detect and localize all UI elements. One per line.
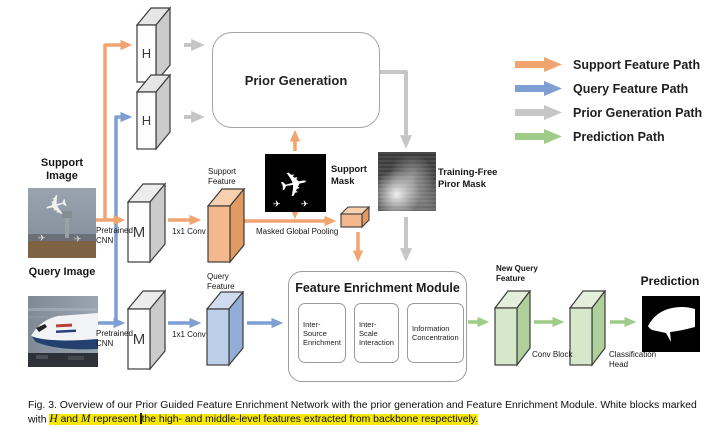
new-query-feature-label: New Query Feature — [496, 264, 538, 283]
support-image: ✈ ✈ ✈ — [28, 188, 96, 258]
query-feature-label: Query Feature — [207, 272, 235, 291]
query-image-label: Query Image — [28, 266, 96, 278]
support-feature-label: Support Feature — [208, 167, 237, 186]
legend-item-prediction: Prediction Path — [515, 128, 702, 145]
fem-module-inter-source: Inter-Source Enrichment — [298, 303, 346, 363]
prior-generation-title: Prior Generation — [244, 72, 348, 88]
airplane-glyph: ✈ — [38, 234, 46, 244]
mid-level-block-query: M — [127, 289, 167, 371]
caption-after-vars: represent — [90, 414, 141, 426]
support-image-art: ✈ ✈ ✈ — [28, 188, 96, 258]
legend-item-prior: Prior Generation Path — [515, 104, 702, 121]
block-letter: H — [141, 113, 152, 128]
support-mask-art: ✈ ✈ ✈ — [265, 154, 326, 212]
fem-title: Feature Enrichment Module — [295, 281, 460, 295]
airplane-glyph: ✈ — [273, 200, 281, 210]
block-letter: H — [141, 46, 152, 61]
prior-to-mask-arrow — [379, 70, 412, 149]
cuboid-shape — [207, 188, 246, 264]
cuboid-shape — [127, 289, 167, 371]
query-feature-block — [206, 291, 245, 367]
high-level-block-bottom: H — [136, 72, 176, 154]
pooled-support-feature-box — [340, 206, 371, 229]
support-feature-block — [207, 188, 246, 264]
pretrained-cnn-label-query: Pretrained CNN — [96, 329, 133, 348]
legend: Support Feature Path Query Feature Path … — [515, 56, 702, 145]
cuboid-shape — [136, 73, 172, 151]
prior-path-arrow-icon — [515, 105, 562, 120]
pretrained-cnn-label-support: Pretrained CNN — [96, 226, 133, 245]
block-letter: M — [132, 330, 146, 348]
caption-highlight: H and M represent the high- and middle-l… — [49, 412, 479, 426]
query-path-to-high-block-arrow — [114, 111, 133, 324]
caption-line2-prefix: with — [28, 414, 50, 426]
support-image-label: Support Image — [40, 157, 84, 182]
math-var-m: M — [80, 413, 91, 426]
masked-global-pooling-label: Masked Global Pooling — [256, 227, 339, 236]
training-free-prior-mask-label: Training-Free Piror Mask — [438, 166, 498, 189]
cuboid-shape — [340, 206, 371, 229]
prediction-path-arrow-icon — [515, 129, 562, 144]
prediction-mask-art — [642, 296, 700, 352]
conv-label-support: 1x1 Conv — [172, 227, 206, 236]
query-image-art — [28, 296, 98, 367]
legend-label: Support Feature Path — [573, 57, 701, 72]
mid-level-block-support: M — [127, 182, 167, 264]
prior-generation-box: Prior Generation — [212, 32, 380, 128]
caption-separator: and — [57, 414, 81, 426]
query-path-arrow-icon — [515, 81, 562, 96]
classification-head-label: Classification Head — [609, 350, 657, 369]
airplane-glyph: ✈ — [74, 235, 82, 245]
conv-label-query: 1x1 Conv — [172, 330, 206, 339]
support-path-to-high-block-arrow — [103, 39, 133, 221]
high-level-block-top: H — [136, 5, 176, 87]
support-path-arrow-icon — [515, 57, 562, 72]
text-cursor — [140, 412, 142, 424]
caption-highlighted-tail: the high- and middle-level features extr… — [141, 414, 479, 426]
query-image — [28, 296, 98, 367]
fem-module-information: Information Concentration — [406, 303, 464, 363]
legend-label: Prior Generation Path — [573, 105, 703, 120]
airplane-glyph: ✈ — [301, 200, 309, 210]
conv-block-label: Conv Block — [532, 350, 573, 359]
new-query-feature-block — [494, 290, 532, 368]
block-letter: M — [132, 223, 146, 241]
math-var-h: H — [49, 413, 58, 426]
caption-line1: Fig. 3. Overview of our Prior Guided Fea… — [28, 400, 697, 411]
fem-modules-row: Inter-Source Enrichment Inter-Scale Inte… — [298, 303, 464, 363]
legend-item-support: Support Feature Path — [515, 56, 702, 73]
legend-item-query: Query Feature Path — [515, 80, 702, 97]
legend-label: Prediction Path — [573, 129, 665, 144]
legend-label: Query Feature Path — [573, 81, 689, 96]
support-mask-image: ✈ ✈ ✈ — [265, 154, 326, 212]
cuboid-shape — [494, 290, 532, 367]
figure-caption: Fig. 3. Overview of our Prior Guided Fea… — [28, 399, 704, 427]
cuboid-shape — [206, 291, 245, 367]
conv-block — [569, 290, 607, 368]
cuboid-shape — [569, 290, 607, 367]
support-mask-label: Support Mask — [331, 163, 367, 186]
fem-module-inter-scale: Inter-Scale Interaction — [353, 303, 399, 363]
training-free-prior-mask-image — [378, 152, 436, 211]
cuboid-shape — [136, 6, 172, 84]
prediction-mask-image — [642, 296, 700, 352]
cuboid-shape — [127, 182, 167, 264]
prediction-label: Prediction — [640, 274, 700, 288]
feature-enrichment-module-box: Feature Enrichment Module Inter-Source E… — [288, 271, 467, 382]
